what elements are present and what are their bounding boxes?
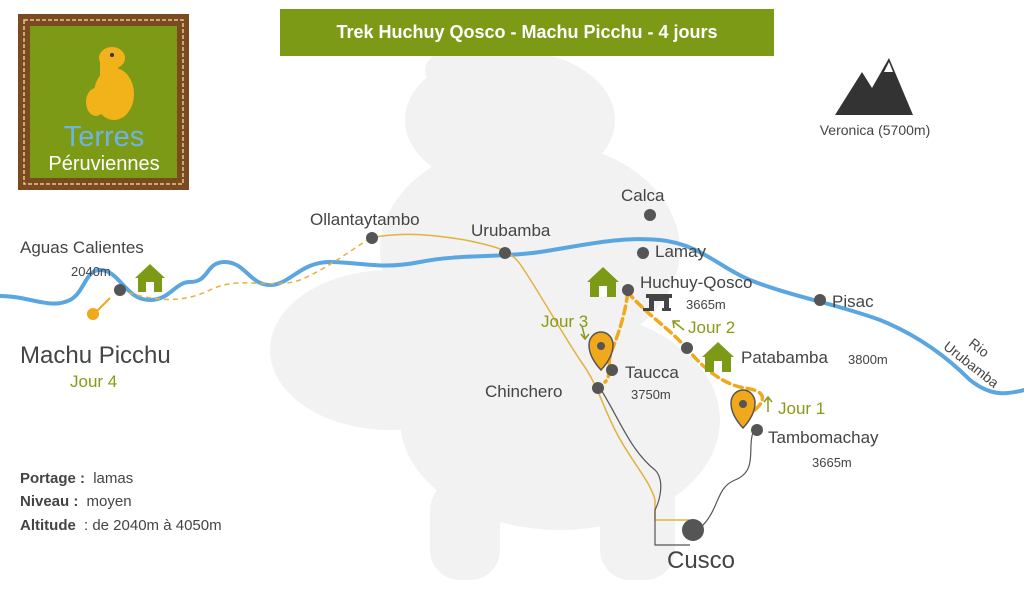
- label-day1: Jour 1: [778, 399, 825, 418]
- info-niveau-value: moyen: [87, 493, 132, 510]
- ruins-icon: [643, 294, 672, 311]
- label-lamay: Lamay: [655, 242, 707, 261]
- title-bar: [280, 9, 774, 56]
- map-title: Trek Huchuy Qosco - Machu Picchu - 4 jou…: [336, 22, 717, 42]
- info-altitude: Altitude : de 2040m à 4050m: [20, 517, 222, 534]
- label-aguas-calientes: Aguas Calientes: [20, 238, 144, 257]
- label-pisac: Pisac: [832, 292, 874, 311]
- label-day2: Jour 2: [688, 318, 735, 337]
- label-taucca: Taucca: [625, 363, 679, 382]
- day3-arrow-icon: [580, 325, 590, 341]
- label-urubamba: Urubamba: [471, 221, 551, 240]
- point-lamay: [637, 247, 649, 259]
- point-chinchero: [592, 382, 604, 394]
- label-patabamba: Patabamba: [741, 348, 828, 367]
- day3-pin-icon: [588, 331, 614, 372]
- point-tambomachay: [751, 424, 763, 436]
- house-icon-patabamba: [702, 342, 734, 372]
- label-day3: Jour 3: [541, 312, 588, 331]
- day1-arrow-icon: [763, 395, 773, 412]
- label-machu-picchu: Machu Picchu: [20, 342, 171, 369]
- point-urubamba: [499, 247, 511, 259]
- logo-line1: Terres: [64, 121, 145, 153]
- point-cusco: [682, 519, 704, 541]
- day-arrows: [580, 320, 773, 412]
- logo-line2: Péruviennes: [48, 153, 159, 175]
- info-niveau: Niveau : moyen: [20, 493, 132, 510]
- llama-logo-icon: [86, 47, 134, 120]
- train-line: [119, 237, 371, 301]
- road-tambomachay-cusco: [699, 427, 756, 529]
- logo: Terres Péruviennes: [18, 14, 189, 190]
- road-chinchero: [599, 387, 690, 546]
- point-pisac: [814, 294, 826, 306]
- label-tambomachay: Tambomachay: [768, 428, 879, 447]
- mountain-icon: [835, 58, 913, 115]
- info-portage: Portage : lamas: [20, 470, 133, 487]
- label-ollantaytambo: Ollantaytambo: [310, 210, 420, 229]
- info-altitude-value: : de 2040m à 4050m: [84, 517, 222, 534]
- label-patabamba-alt: 3800m: [848, 352, 888, 367]
- label-day4: Jour 4: [70, 372, 117, 391]
- label-huchuy-qosco: Huchuy-Qosco: [640, 273, 752, 292]
- label-cusco: Cusco: [667, 547, 735, 574]
- label-river: Rio Urubamba: [941, 335, 1003, 391]
- urubamba-river: [0, 237, 1024, 396]
- point-aguas-calientes: [114, 284, 126, 296]
- point-machu-picchu: [87, 308, 99, 320]
- house-icon-huchuy-qosco: [587, 267, 619, 297]
- label-huchuy-qosco-alt: 3665m: [686, 297, 726, 312]
- house-icon-aguas-calientes: [135, 264, 165, 292]
- point-taucca: [606, 364, 618, 376]
- point-huchuy-qosco: [622, 284, 634, 296]
- info-portage-value: lamas: [93, 470, 133, 487]
- point-calca: [644, 209, 656, 221]
- llama-watermark: [270, 45, 720, 580]
- label-tambomachay-alt: 3665m: [812, 455, 852, 470]
- day1-pin-icon: [730, 389, 756, 430]
- info-altitude-label: Altitude: [20, 517, 76, 534]
- label-chinchero: Chinchero: [485, 382, 563, 401]
- trek-info: Portage : lamas Niveau : moyen Altitude …: [20, 470, 222, 534]
- info-niveau-label: Niveau :: [20, 493, 78, 510]
- label-taucca-alt: 3750m: [631, 387, 671, 402]
- label-calca: Calca: [621, 186, 665, 205]
- point-patabamba: [681, 342, 693, 354]
- day2-arrow-icon: [672, 320, 685, 331]
- label-aguas-calientes-alt: 2040m: [71, 264, 111, 279]
- label-veronica: Veronica (5700m): [820, 122, 931, 138]
- road-ollantaytambo-cusco: [369, 233, 701, 531]
- point-ollantaytambo: [366, 232, 378, 244]
- place-points: [114, 209, 826, 541]
- info-portage-label: Portage :: [20, 470, 85, 487]
